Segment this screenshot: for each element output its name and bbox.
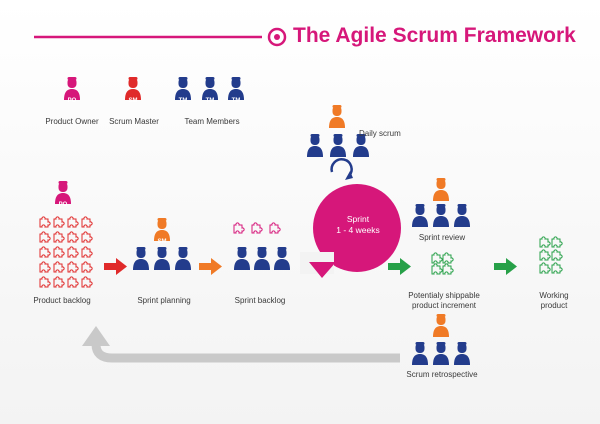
sprint-review-scrum-master-icon	[433, 178, 449, 201]
working-product-puzzle-icon	[539, 236, 563, 274]
daily-scrum-label: Daily scrum	[359, 129, 401, 138]
sm-badge: SM	[128, 98, 138, 104]
tm-badge: TM	[205, 98, 215, 104]
sprint-cycle-icon	[300, 184, 401, 278]
arrow-right-icon	[494, 258, 517, 275]
sprint-review-label: Sprint review	[418, 233, 466, 242]
page-title: The Agile Scrum Framework	[293, 24, 576, 47]
role-label-scrum-master: Scrum Master	[109, 117, 159, 126]
role-label-team-members: Team Members	[184, 117, 240, 126]
po-badge: PO	[67, 98, 77, 104]
sprint-planning-label: Sprint planning	[137, 296, 191, 305]
increment-puzzle-icon	[431, 252, 454, 275]
sprint-backlog-label: Sprint backlog	[234, 296, 286, 305]
sprint-label-line2: 1 - 4 weeks	[336, 225, 380, 235]
product-backlog-label: Product backlog	[33, 296, 91, 305]
role-label-product-owner: Product Owner	[45, 117, 99, 126]
retrospective-label: Scrum retrospective	[406, 370, 478, 379]
sprint-label-line1: Sprint	[346, 214, 370, 224]
working-product-label-line1: Working	[539, 291, 569, 300]
arrow-right-icon	[388, 258, 411, 275]
arrow-right-icon	[199, 258, 222, 275]
working-product-label: Working product	[524, 291, 584, 311]
retrospective-scrum-master-icon	[433, 314, 449, 337]
tm-badge: TM	[231, 98, 241, 104]
sprint-planning-team-icon	[133, 247, 191, 270]
po-badge: PO	[58, 202, 68, 208]
sprint-backlog-puzzle-icons	[233, 222, 281, 234]
increment-label: Potentialy shippable product increment	[396, 291, 492, 311]
sm-badge: SM	[157, 239, 167, 245]
working-product-label-line2: product	[540, 301, 568, 310]
increment-label-line2: product increment	[411, 301, 477, 310]
arrow-right-icon	[104, 258, 127, 275]
daily-scrum-scrum-master-icon	[329, 105, 345, 128]
increment-label-line1: Potentialy shippable	[408, 291, 480, 300]
daily-cycle-icon	[330, 158, 353, 180]
cycle-title-icon	[267, 27, 287, 47]
sprint-backlog-team-icon	[234, 247, 290, 270]
sprint-label: Sprint 1 - 4 weeks	[328, 214, 388, 236]
tm-badge: TM	[178, 98, 188, 104]
retrospective-team-icon	[412, 342, 470, 365]
product-backlog-puzzle-icons	[39, 216, 93, 288]
return-arrow-icon	[82, 326, 400, 363]
sprint-review-team-icon	[412, 204, 470, 227]
